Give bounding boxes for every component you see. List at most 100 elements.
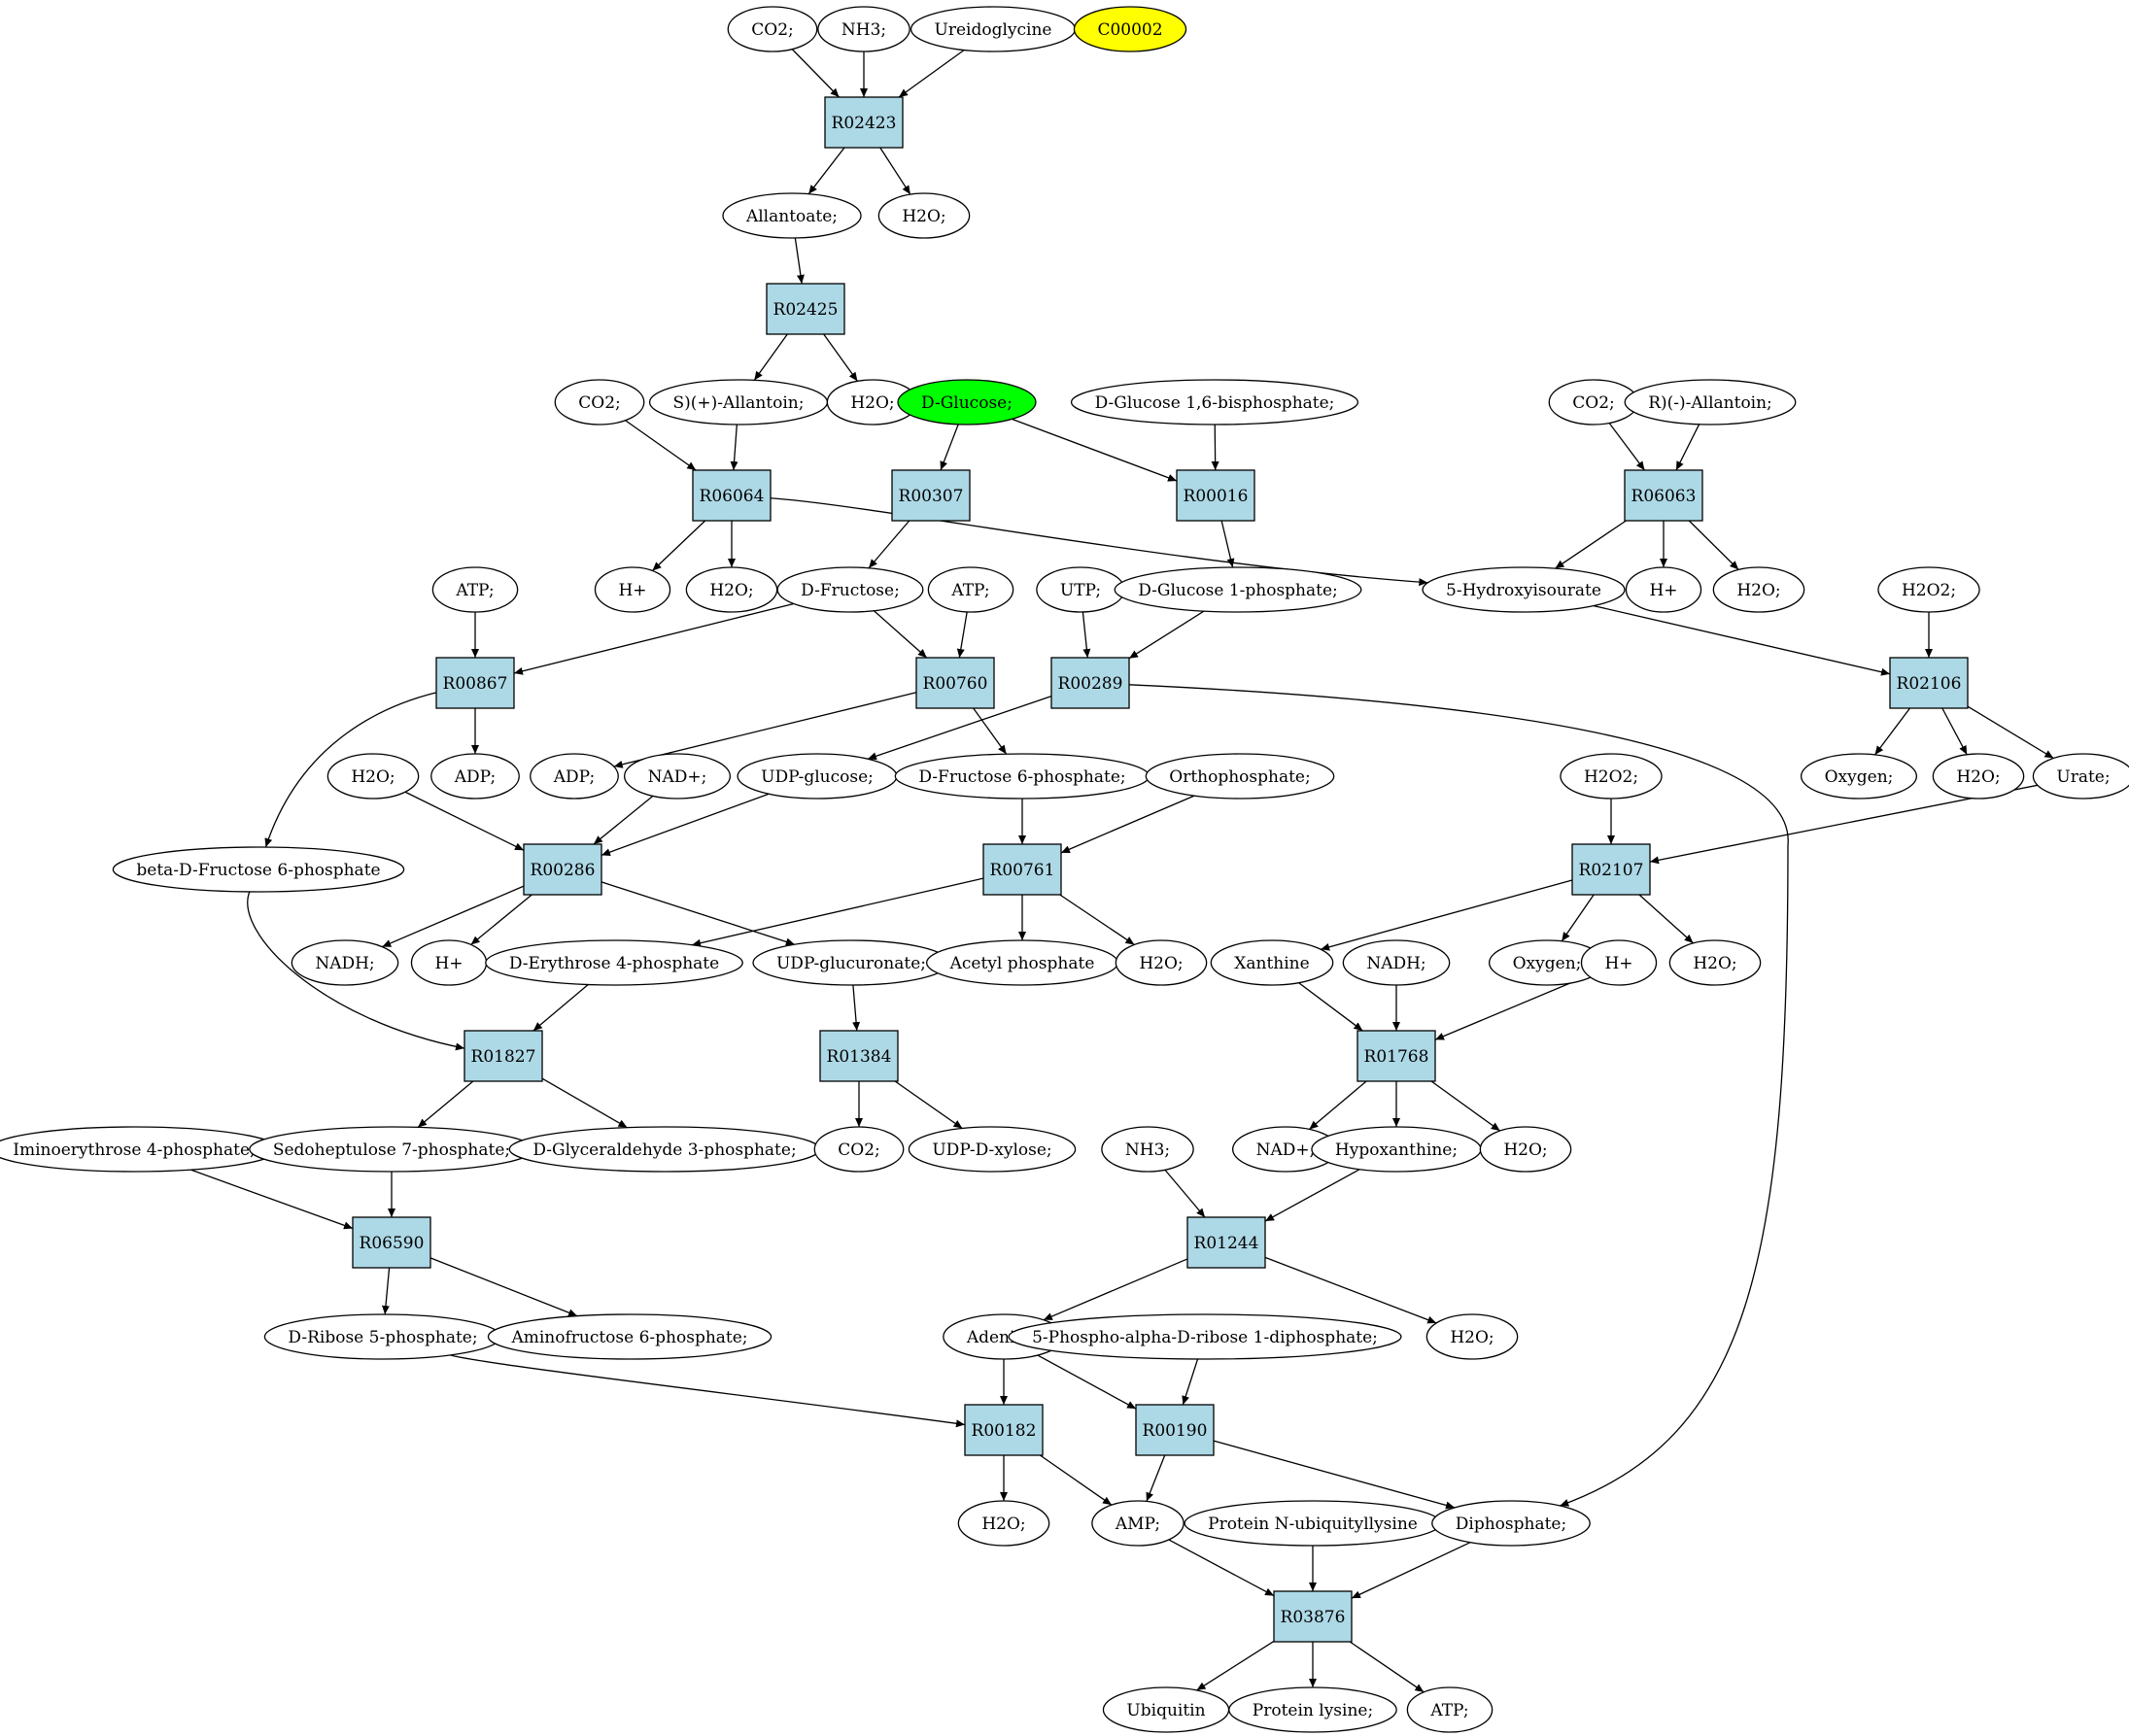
node-label: CO2; [578, 393, 621, 413]
node-label: H+ [1604, 954, 1632, 973]
compound-node-c_dglucose16bp: D-Glucose 1,6-bisphosphate; [1070, 379, 1359, 425]
node-label: H2O; [1736, 581, 1780, 600]
node-label: R01768 [1364, 1047, 1429, 1067]
compound-node-c_co2_a: CO2; [727, 6, 818, 52]
node-label: D-Erythrose 4-phosphate [509, 954, 719, 973]
node-label: R00867 [443, 674, 508, 694]
compound-node-c_h2o_d: H2O; [1712, 566, 1805, 613]
compound-ellipse [594, 566, 671, 613]
node-label: ADP; [454, 767, 496, 787]
compound-node-c_aminofructose6p: Aminofructose 6-phosphate; [487, 1313, 773, 1360]
compound-ellipse [1560, 753, 1663, 800]
compound-ellipse [1406, 1686, 1494, 1733]
compound-node-c_dglyceraldehyde3p: D-Glyceraldehyde 3-phosphate; [508, 1126, 821, 1173]
edge-r_R03876-to-c_atp_c [1349, 1641, 1425, 1693]
edge-r_R01244-to-c_adenine [1043, 1258, 1188, 1321]
edge-r_R00286-to-c_udpglucuronate [601, 881, 796, 946]
edge-c_dribose5p-to-r_R00182 [449, 1354, 966, 1428]
compound-node-c_dfructose: D-Fructose; [776, 566, 924, 613]
compound-node-c_nadplus_a: NAD+; [623, 753, 732, 800]
node-label: ATP; [950, 581, 989, 600]
edge-c_hplus_d-to-r_R01768 [1434, 974, 1589, 1040]
compound-ellipse [1422, 566, 1626, 613]
edge-r_R01768-to-c_h2o_i [1430, 1080, 1501, 1132]
node-label: H2O; [981, 1515, 1025, 1534]
reaction-node-r_R02106: R02106 [1889, 657, 1969, 709]
node-label: R01244 [1194, 1234, 1259, 1253]
node-label: R03876 [1281, 1608, 1346, 1627]
node-label: H2O; [850, 393, 894, 413]
reaction-box [1176, 469, 1255, 522]
edge-r_R00286-to-c_hplus_c [470, 894, 532, 945]
reaction-node-r_R06063: R06063 [1624, 469, 1703, 522]
node-label: R00289 [1058, 674, 1123, 694]
compound-node-c_acetylphosphate: Acetyl phosphate [925, 939, 1119, 986]
edge-r_R00761-to-c_derythrose4p [691, 877, 984, 947]
reaction-box [1186, 1216, 1266, 1269]
reaction-box [1356, 1030, 1436, 1082]
node-label: Oxygen; [1513, 954, 1582, 973]
compound-node-c_5hydroxyisourate: 5-Hydroxyisourate [1422, 566, 1626, 613]
compound-node-c_c00002: C00002 [1073, 6, 1187, 52]
edge-c_diphosphate-to-r_R03876 [1351, 1542, 1471, 1599]
edge-r_R02425-to-c_s_allantoin [753, 333, 788, 381]
compound-node-c_proteinlysine: Protein lysine; [1228, 1686, 1397, 1733]
edge-c_betadfructose6p-to-r_R01827 [247, 891, 465, 1051]
compound-node-c_co2_b: CO2; [554, 379, 645, 425]
node-label: R06590 [360, 1234, 425, 1253]
edge-r_R02107-to-c_h2o_h [1638, 894, 1694, 944]
compound-ellipse [530, 753, 619, 800]
reaction-box [964, 1404, 1044, 1456]
node-label: D-Fructose; [801, 581, 900, 600]
node-label: R)(-)-Allantoin; [1648, 393, 1772, 413]
compound-ellipse [927, 566, 1014, 613]
node-label: Xanthine [1234, 954, 1309, 973]
compound-ellipse [1877, 566, 1980, 613]
edge-c_nadplus_a-to-r_R00286 [593, 795, 654, 845]
edge-r_R00289-to-c_diphosphate [1128, 684, 1789, 1507]
reaction-node-r_R00761: R00761 [982, 843, 1062, 896]
node-label: Iminoerythrose 4-phosphate; [13, 1140, 256, 1160]
node-label: Acetyl phosphate [949, 954, 1095, 973]
node-label: 5-Phospho-alpha-D-ribose 1-diphosphate; [1032, 1328, 1378, 1347]
compound-ellipse [554, 379, 645, 425]
node-label: NH3; [841, 20, 886, 40]
compound-ellipse [1073, 6, 1187, 52]
edge-c_iminoerythrose4p-to-r_R06590 [190, 1169, 354, 1230]
edge-r_R02423-to-c_h2o_a [879, 147, 911, 195]
compound-node-c_nh3_b: NH3; [1101, 1126, 1194, 1173]
node-label: D-Ribose 5-phosphate; [288, 1328, 477, 1347]
edge-c_dglucose1p-to-r_R00289 [1128, 610, 1205, 660]
compound-node-c_orthophosphate: Orthophosphate; [1145, 753, 1335, 800]
compound-node-c_dglucose: D-Glucose; [897, 379, 1037, 425]
compound-node-c_nadplus_b: NAD+; [1231, 1126, 1340, 1173]
compound-node-c_xanthine: Xanthine [1210, 939, 1334, 986]
compound-node-c_proteinnubiq: Protein N-ubiquityllysine [1184, 1500, 1442, 1547]
node-label: H+ [434, 954, 463, 973]
reaction-node-r_R02425: R02425 [766, 283, 845, 335]
compound-node-c_ubiquitin: Ubiquitin [1102, 1686, 1230, 1733]
reaction-node-r_R00190: R00190 [1135, 1404, 1215, 1456]
edges-layer [190, 49, 2054, 1693]
compound-ellipse [908, 1126, 1077, 1173]
edge-c_s_allantoin-to-r_R06064 [730, 424, 738, 471]
compound-ellipse [1091, 1500, 1185, 1547]
edge-r_R00760-to-c_dfructose6p [973, 707, 1008, 755]
node-label: D-Glucose 1,6-bisphosphate; [1095, 393, 1335, 413]
edge-r_R00307-to-c_dfructose [868, 520, 910, 569]
reaction-box [1571, 843, 1651, 896]
reaction-node-r_R00760: R00760 [915, 657, 995, 709]
reaction-box [819, 1030, 899, 1082]
edge-r_R02106-to-c_oxygen_a [1874, 707, 1911, 756]
compound-ellipse [897, 379, 1037, 425]
node-label: NAD+; [1256, 1140, 1316, 1160]
reaction-node-r_R02107: R02107 [1571, 843, 1651, 896]
reaction-box [1050, 657, 1130, 709]
compound-node-c_h2o_j: H2O; [1425, 1313, 1519, 1360]
edge-c_orthophosphate-to-r_R00761 [1060, 795, 1195, 854]
compound-ellipse [1580, 939, 1658, 986]
node-label: R06063 [1631, 487, 1697, 506]
node-label: H2O; [1503, 1140, 1547, 1160]
